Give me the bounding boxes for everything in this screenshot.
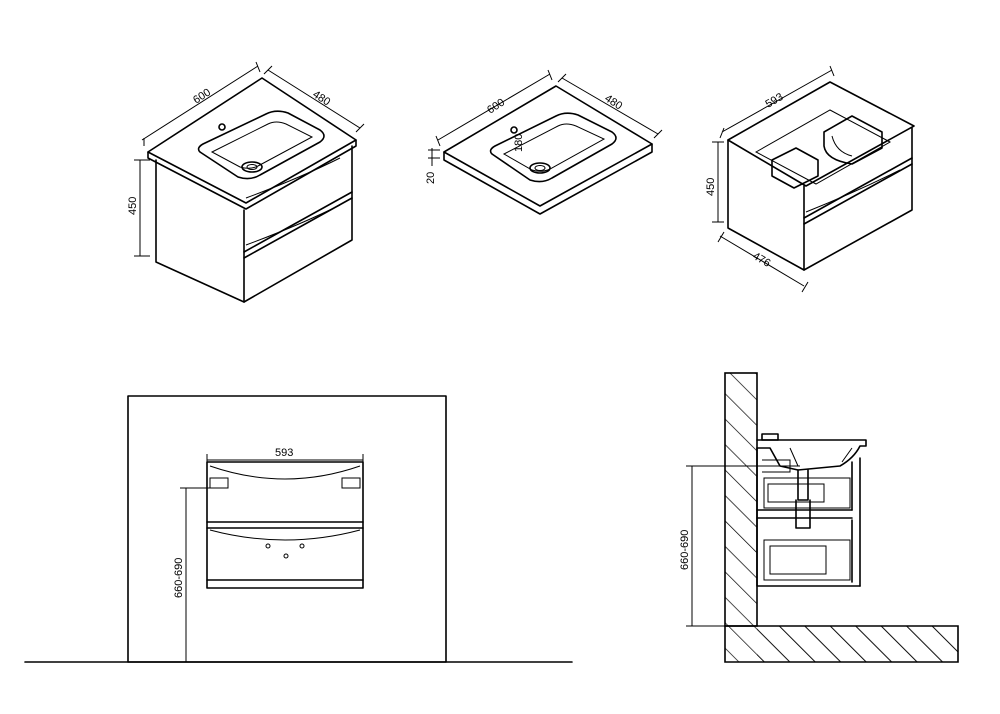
cabinet-height-label: 450 — [705, 178, 717, 196]
front-height-label: 660-690 — [173, 558, 185, 598]
front-elevation-view: 593 660-690 — [24, 395, 573, 663]
vanity-height-label: 450 — [127, 197, 139, 215]
basin-thickness-label: 20 — [425, 172, 437, 184]
basin-extra-label: 180 — [513, 134, 525, 152]
basin-depth-label: 480 — [602, 92, 624, 112]
wall-section — [724, 372, 758, 627]
side-height-label: 660-690 — [679, 530, 691, 570]
vanity-depth-label: 480 — [310, 88, 332, 108]
vanity-isometric-view: 600 480 450 — [127, 61, 365, 303]
cabinet-isometric-view: 593 450 476 — [705, 65, 915, 293]
side-section-view: 660-690 — [679, 372, 959, 663]
wall-panel — [127, 395, 447, 663]
cabinet-width-label: 593 — [764, 91, 786, 111]
vanity-width-label: 600 — [191, 86, 213, 106]
unit-outline — [206, 461, 364, 589]
cabinet-depth-label: 476 — [751, 250, 773, 270]
basin-isometric-view: 600 480 20 180 — [425, 69, 663, 215]
front-width-label: 593 — [275, 447, 293, 459]
basin-width-label: 600 — [485, 96, 507, 116]
